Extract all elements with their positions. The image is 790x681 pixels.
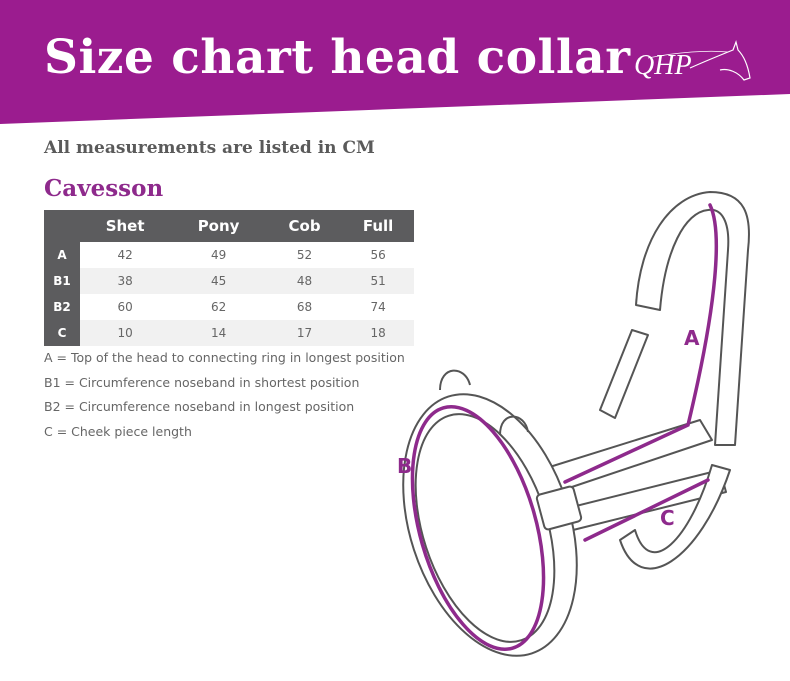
row-header: A [44, 242, 80, 268]
row-header: B2 [44, 294, 80, 320]
legend: A = Top of the head to connecting ring i… [44, 346, 405, 444]
label-c: C [660, 506, 675, 530]
table-cell: 60 [117, 300, 133, 314]
measure-c-line [583, 478, 710, 542]
table-cell: 56 [370, 248, 386, 262]
buckle [535, 485, 583, 531]
chin-strap [619, 464, 731, 570]
head-collar-diagram [402, 191, 750, 657]
column-header: Shet [80, 210, 171, 242]
table-row: B1 38 45 48 51 [44, 268, 414, 294]
label-b: B [397, 454, 413, 478]
section-title: Cavesson [44, 175, 164, 202]
legend-item: C = Cheek piece length [44, 423, 192, 439]
table-row: C 10 14 17 18 [44, 320, 414, 346]
headpiece [635, 191, 750, 446]
table-cell: 42 [117, 248, 133, 262]
table-cell: 45 [170, 268, 267, 294]
horse-head-icon [647, 39, 751, 81]
row-header: C [44, 320, 80, 346]
ring [499, 415, 529, 436]
cheek-strap [599, 329, 649, 419]
legend-item: B1 = Circumference noseband in shortest … [44, 374, 360, 390]
legend-item: A = Top of the head to connecting ring i… [44, 350, 405, 365]
page-title: Size chart head collar [44, 30, 631, 85]
table-cell: 51 [342, 268, 414, 294]
table-cell: 49 [210, 248, 227, 262]
table-cell: 52 [296, 248, 313, 262]
column-header: Cob [266, 210, 343, 242]
table-cell: 38 [80, 268, 171, 294]
table-cell: 48 [266, 268, 343, 294]
table-cell: 10 [80, 320, 171, 346]
measure-a-line [563, 203, 719, 484]
table-cell: 18 [342, 320, 414, 346]
size-table: Shet Pony Cob Full A 42 49 52 56 B1 38 4… [44, 210, 414, 346]
table-cell: 14 [170, 320, 267, 346]
table-cell: 62 [210, 300, 227, 314]
measure-b-line [410, 405, 546, 651]
table-row: A 42 49 52 56 [44, 242, 414, 268]
column-header: Pony [170, 210, 267, 242]
table-cell: 17 [266, 320, 343, 346]
table-cell: 74 [370, 300, 386, 314]
header-banner [0, 0, 790, 124]
table-cell: 68 [296, 300, 313, 314]
column-header: Full [342, 210, 414, 242]
table-header-corner [44, 210, 80, 242]
row-header: B1 [44, 268, 80, 294]
qhp-logo: QHP [628, 38, 758, 88]
ring [439, 369, 471, 391]
measurements-note: All measurements are listed in CM [44, 138, 375, 158]
table-header-row: Shet Pony Cob Full [44, 210, 414, 242]
label-a: A [684, 326, 700, 350]
legend-item: B2 = Circumference noseband in longest p… [44, 399, 355, 414]
table-row: B2 60 62 68 74 [44, 294, 414, 320]
